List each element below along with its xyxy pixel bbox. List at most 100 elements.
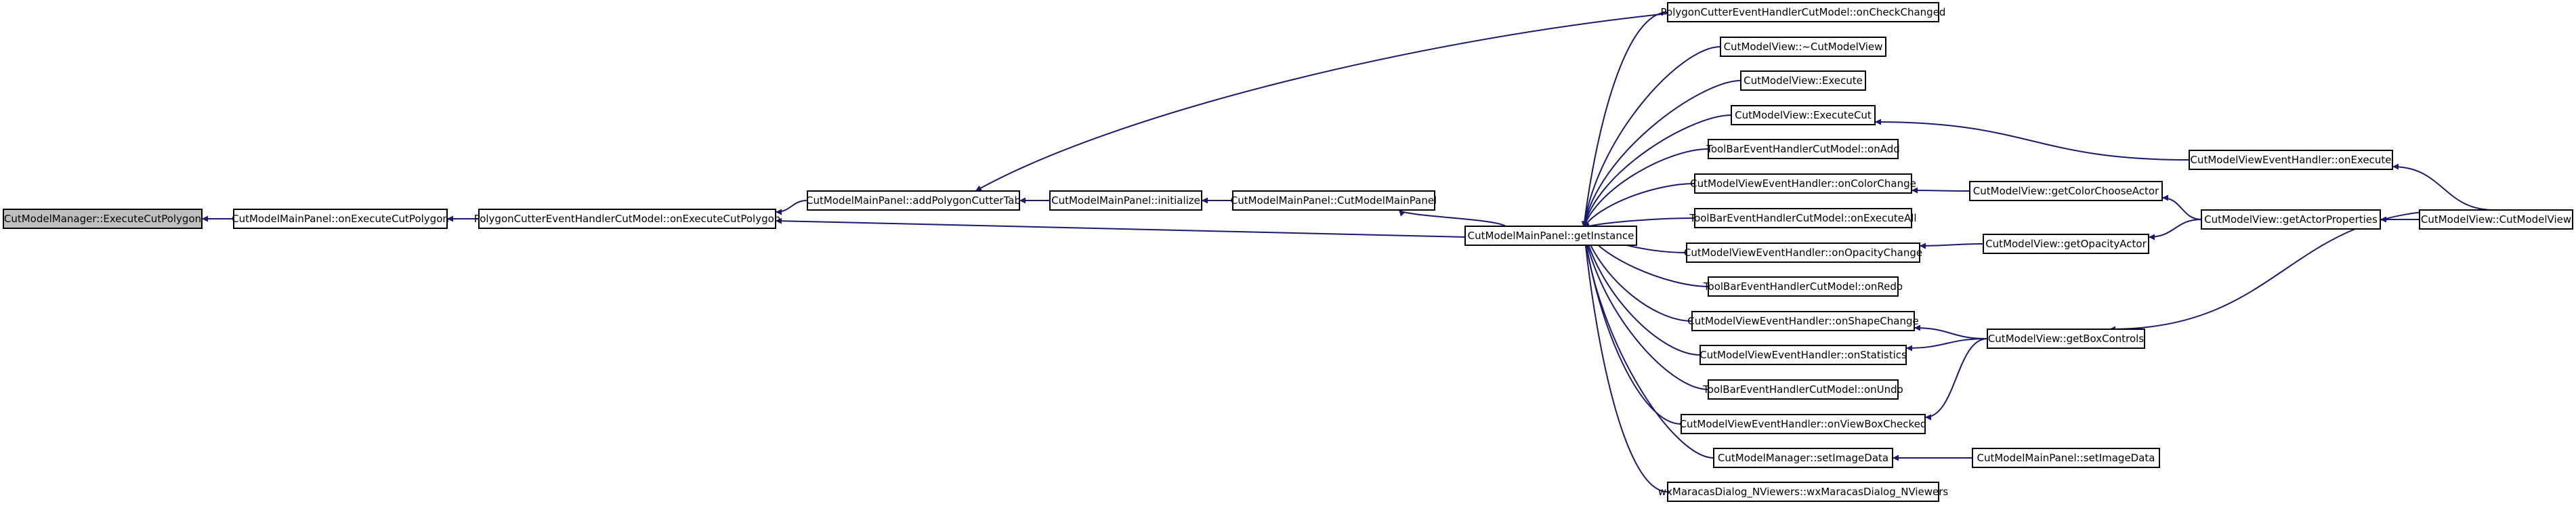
node-box (1681, 414, 1926, 434)
node-box (1969, 181, 2163, 201)
node-label: CutModelView::Execute (1744, 75, 1863, 87)
node-label: CutModelMainPanel::CutModelMainPanel (1231, 194, 1437, 207)
node-label: CutModelMainPanel::addPolygonCutterTab (806, 194, 1021, 207)
node-manager-set-image-data[interactable]: CutModelManager::setImageData (1713, 448, 1893, 468)
node-label: ToolBarEventHandlerCutModel::onRedo (1703, 280, 1903, 293)
node-get-opacity-actor[interactable]: CutModelView::getOpacityActor (1983, 234, 2149, 254)
node-add-polygon-cutter-tab[interactable]: CutModelMainPanel::addPolygonCutterTab (806, 190, 1021, 211)
edge-get_opacity_actor-to-veh_on_opacity_change (1919, 243, 1984, 249)
node-get-instance[interactable]: CutModelMainPanel::getInstance (1464, 226, 1637, 246)
node-label: PolygonCutterEventHandlerCutModel::onExe… (474, 213, 781, 225)
node-box (1464, 226, 1637, 246)
node-panel-on-execute-cut-polygon[interactable]: CutModelMainPanel::onExecuteCutPolygon (232, 209, 449, 229)
node-label: CutModelViewEventHandler::onViewBoxCheck… (1680, 418, 1927, 430)
node-tb-on-redo[interactable]: ToolBarEventHandlerCutModel::onRedo (1703, 276, 1903, 297)
node-label: CutModelViewEventHandler::onStatistics (1699, 349, 1907, 361)
edge-view_ctor-to-veh_on_execute (2392, 163, 2495, 211)
edge-tb_on_add-to-get_instance (1582, 148, 1709, 228)
node-label: CutModelViewEventHandler::onColorChange (1690, 177, 1916, 190)
node-label: ToolBarEventHandlerCutModel::onExecuteAl… (1689, 212, 1916, 224)
node-box (1740, 70, 1866, 91)
edge-veh_on_view_box_checked-to-get_instance (1581, 227, 1682, 425)
node-veh-on-execute[interactable]: CutModelViewEventHandler::onExecute (2189, 150, 2393, 170)
node-box (2189, 150, 2393, 170)
node-veh-on-shape-change[interactable]: CutModelViewEventHandler::onShapeChange (1687, 311, 1919, 331)
node-tb-on-undo[interactable]: ToolBarEventHandlerCutModel::onUndo (1702, 379, 1903, 400)
edge-veh_on_color_change-to-get_instance (1583, 183, 1695, 228)
node-box (1720, 37, 1886, 57)
node-get-actor-properties[interactable]: CutModelView::getActorProperties (2201, 209, 2381, 230)
node-veh-on-view-box-checked[interactable]: CutModelViewEventHandler::onViewBoxCheck… (1680, 414, 1927, 434)
node-pc-on-check-changed[interactable]: PolygonCutterEventHandlerCutModel::onChe… (1661, 2, 1946, 22)
edge-get_instance-to-pc_on_execute_cut_polygon (775, 217, 1466, 238)
node-box (3, 209, 203, 229)
node-box (1708, 379, 1899, 400)
node-box (1691, 311, 1915, 331)
node-label: CutModelView::getOpacityActor (1985, 238, 2147, 250)
edge-wx_dialog_ctor-to-get_instance (1581, 227, 1668, 492)
node-label: CutModelManager::setImageData (1718, 452, 1888, 464)
node-box (1686, 243, 1920, 263)
edge-veh_on_execute-to-view_execute_cut (1874, 119, 2190, 161)
edge-tb_on_undo-to-get_instance (1582, 227, 1709, 390)
node-get-box-controls[interactable]: CutModelView::getBoxControls (1987, 329, 2145, 349)
node-box (1232, 190, 1435, 211)
node-box (1049, 190, 1202, 211)
node-view-execute[interactable]: CutModelView::Execute (1740, 70, 1866, 91)
node-wx-dialog-ctor[interactable]: wxMaracasDialog_NViewers::wxMaracasDialo… (1658, 482, 1949, 502)
edge-view_execute-to-get_instance (1582, 80, 1741, 228)
node-label: ToolBarEventHandlerCutModel::onUndo (1702, 383, 1903, 396)
node-view-dtor[interactable]: CutModelView::~CutModelView (1720, 37, 1886, 57)
node-box (1972, 448, 2160, 468)
node-box (1667, 482, 1939, 502)
edge-get_actor_properties-to-get_color_choose_actor (2161, 194, 2202, 220)
node-tb-on-add[interactable]: ToolBarEventHandlerCutModel::onAdd (1706, 139, 1900, 159)
node-tb-on-execute-all[interactable]: ToolBarEventHandlerCutModel::onExecuteAl… (1689, 208, 1917, 228)
node-box (478, 209, 776, 229)
edge-view_dtor-to-get_instance (1581, 46, 1721, 228)
node-box (1731, 105, 1876, 125)
edge-veh_on_statistics-to-get_instance (1582, 227, 1701, 356)
node-label: CutModelViewEventHandler::onOpacityChang… (1684, 247, 1922, 259)
node-initialize[interactable]: CutModelMainPanel::initialize (1049, 190, 1202, 211)
node-label: CutModelView::ExecuteCut (1735, 109, 1872, 121)
edge-get_box_controls-to-veh_on_statistics (1905, 338, 1988, 352)
node-label: CutModelView::getColorChooseActor (1973, 185, 2159, 197)
node-label: CutModelMainPanel::getInstance (1468, 230, 1634, 242)
call-edges (202, 12, 2495, 492)
node-view-ctor[interactable]: CutModelView::CutModelView (2419, 209, 2573, 230)
node-label: CutModelMainPanel::setImageData (1977, 452, 2155, 464)
node-veh-on-statistics[interactable]: CutModelViewEventHandler::onStatistics (1699, 345, 1907, 365)
edge-pc_on_check_changed-to-add_polygon_cutter_tab (975, 13, 1668, 192)
node-box (807, 190, 1020, 211)
node-label: CutModelMainPanel::initialize (1051, 194, 1200, 207)
node-get-color-choose-actor[interactable]: CutModelView::getColorChooseActor (1969, 181, 2163, 201)
node-panel-ctor[interactable]: CutModelMainPanel::CutModelMainPanel (1231, 190, 1437, 211)
edge-get_instance-to-panel_ctor (1398, 209, 1506, 227)
edge-get_color_choose_actor-to-veh_on_color_change (1911, 187, 1970, 194)
node-box (233, 209, 448, 229)
node-label: CutModelView::getBoxControls (1988, 333, 2145, 345)
node-label: CutModelMainPanel::onExecuteCutPolygon (232, 213, 449, 225)
node-box (2419, 209, 2573, 230)
node-box (1667, 2, 1939, 22)
node-execute-cut-polygon: CutModelManager::ExecuteCutPolygon (3, 209, 203, 229)
node-box (1699, 345, 1907, 365)
node-label: CutModelView::getActorProperties (2204, 213, 2378, 226)
node-label: wxMaracasDialog_NViewers::wxMaracasDialo… (1658, 486, 1949, 499)
node-box (1983, 234, 2149, 254)
node-label: CutModelViewEventHandler::onShapeChange (1687, 315, 1918, 327)
node-panel-set-image-data[interactable]: CutModelMainPanel::setImageData (1972, 448, 2160, 468)
node-veh-on-color-change[interactable]: CutModelViewEventHandler::onColorChange (1690, 173, 1916, 194)
node-box (1694, 208, 1912, 228)
node-view-execute-cut[interactable]: CutModelView::ExecuteCut (1731, 105, 1876, 125)
edge-add_polygon_cutter_tab-to-pc_on_execute_cut_polygon (775, 200, 808, 215)
node-label: CutModelViewEventHandler::onExecute (2190, 154, 2391, 166)
node-pc-on-execute-cut-polygon[interactable]: PolygonCutterEventHandlerCutModel::onExe… (474, 209, 781, 229)
node-veh-on-opacity-change[interactable]: CutModelViewEventHandler::onOpacityChang… (1684, 243, 1922, 263)
node-label: PolygonCutterEventHandlerCutModel::onChe… (1661, 6, 1946, 18)
node-label: CutModelView::CutModelView (2421, 213, 2571, 226)
node-box (1694, 173, 1912, 194)
